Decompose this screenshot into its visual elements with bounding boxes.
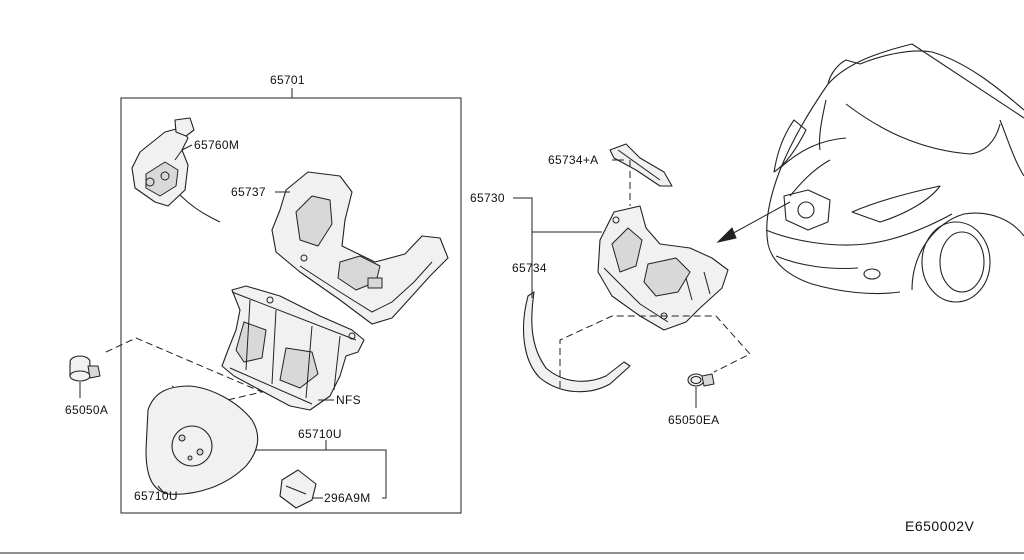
harness-part [131, 117, 221, 223]
label-assembly: 65701 [270, 73, 305, 87]
label-harness: 65760M [194, 138, 239, 152]
label-lid: 65710U [134, 489, 178, 503]
housing-part [271, 171, 449, 325]
clip-right-part [687, 373, 715, 387]
location-arrow [716, 201, 791, 243]
label-socket-seal: 65734 [512, 261, 547, 275]
label-housing: 65737 [231, 185, 266, 199]
label-socket-seal-top: 65734+A [548, 153, 598, 167]
emblem-part [279, 469, 317, 509]
socket-seal-part [523, 291, 631, 393]
label-clip-left: 65050A [65, 403, 108, 417]
label-emblem: 296A9M [324, 491, 371, 505]
clip-left-part [69, 355, 101, 382]
frame-part [221, 285, 365, 411]
assembly-box [120, 97, 462, 514]
socket-part [597, 205, 729, 331]
vehicle-outline [765, 43, 1024, 303]
label-clip-right: 65050EA [668, 413, 719, 427]
label-frame: NFS [336, 393, 361, 407]
label-lid-group: 65710U [298, 427, 342, 441]
socket-seal-top-part [609, 143, 673, 187]
diagram-code: E650002V [905, 518, 975, 534]
label-socket: 65730 [470, 191, 505, 205]
lid-part [145, 385, 259, 495]
